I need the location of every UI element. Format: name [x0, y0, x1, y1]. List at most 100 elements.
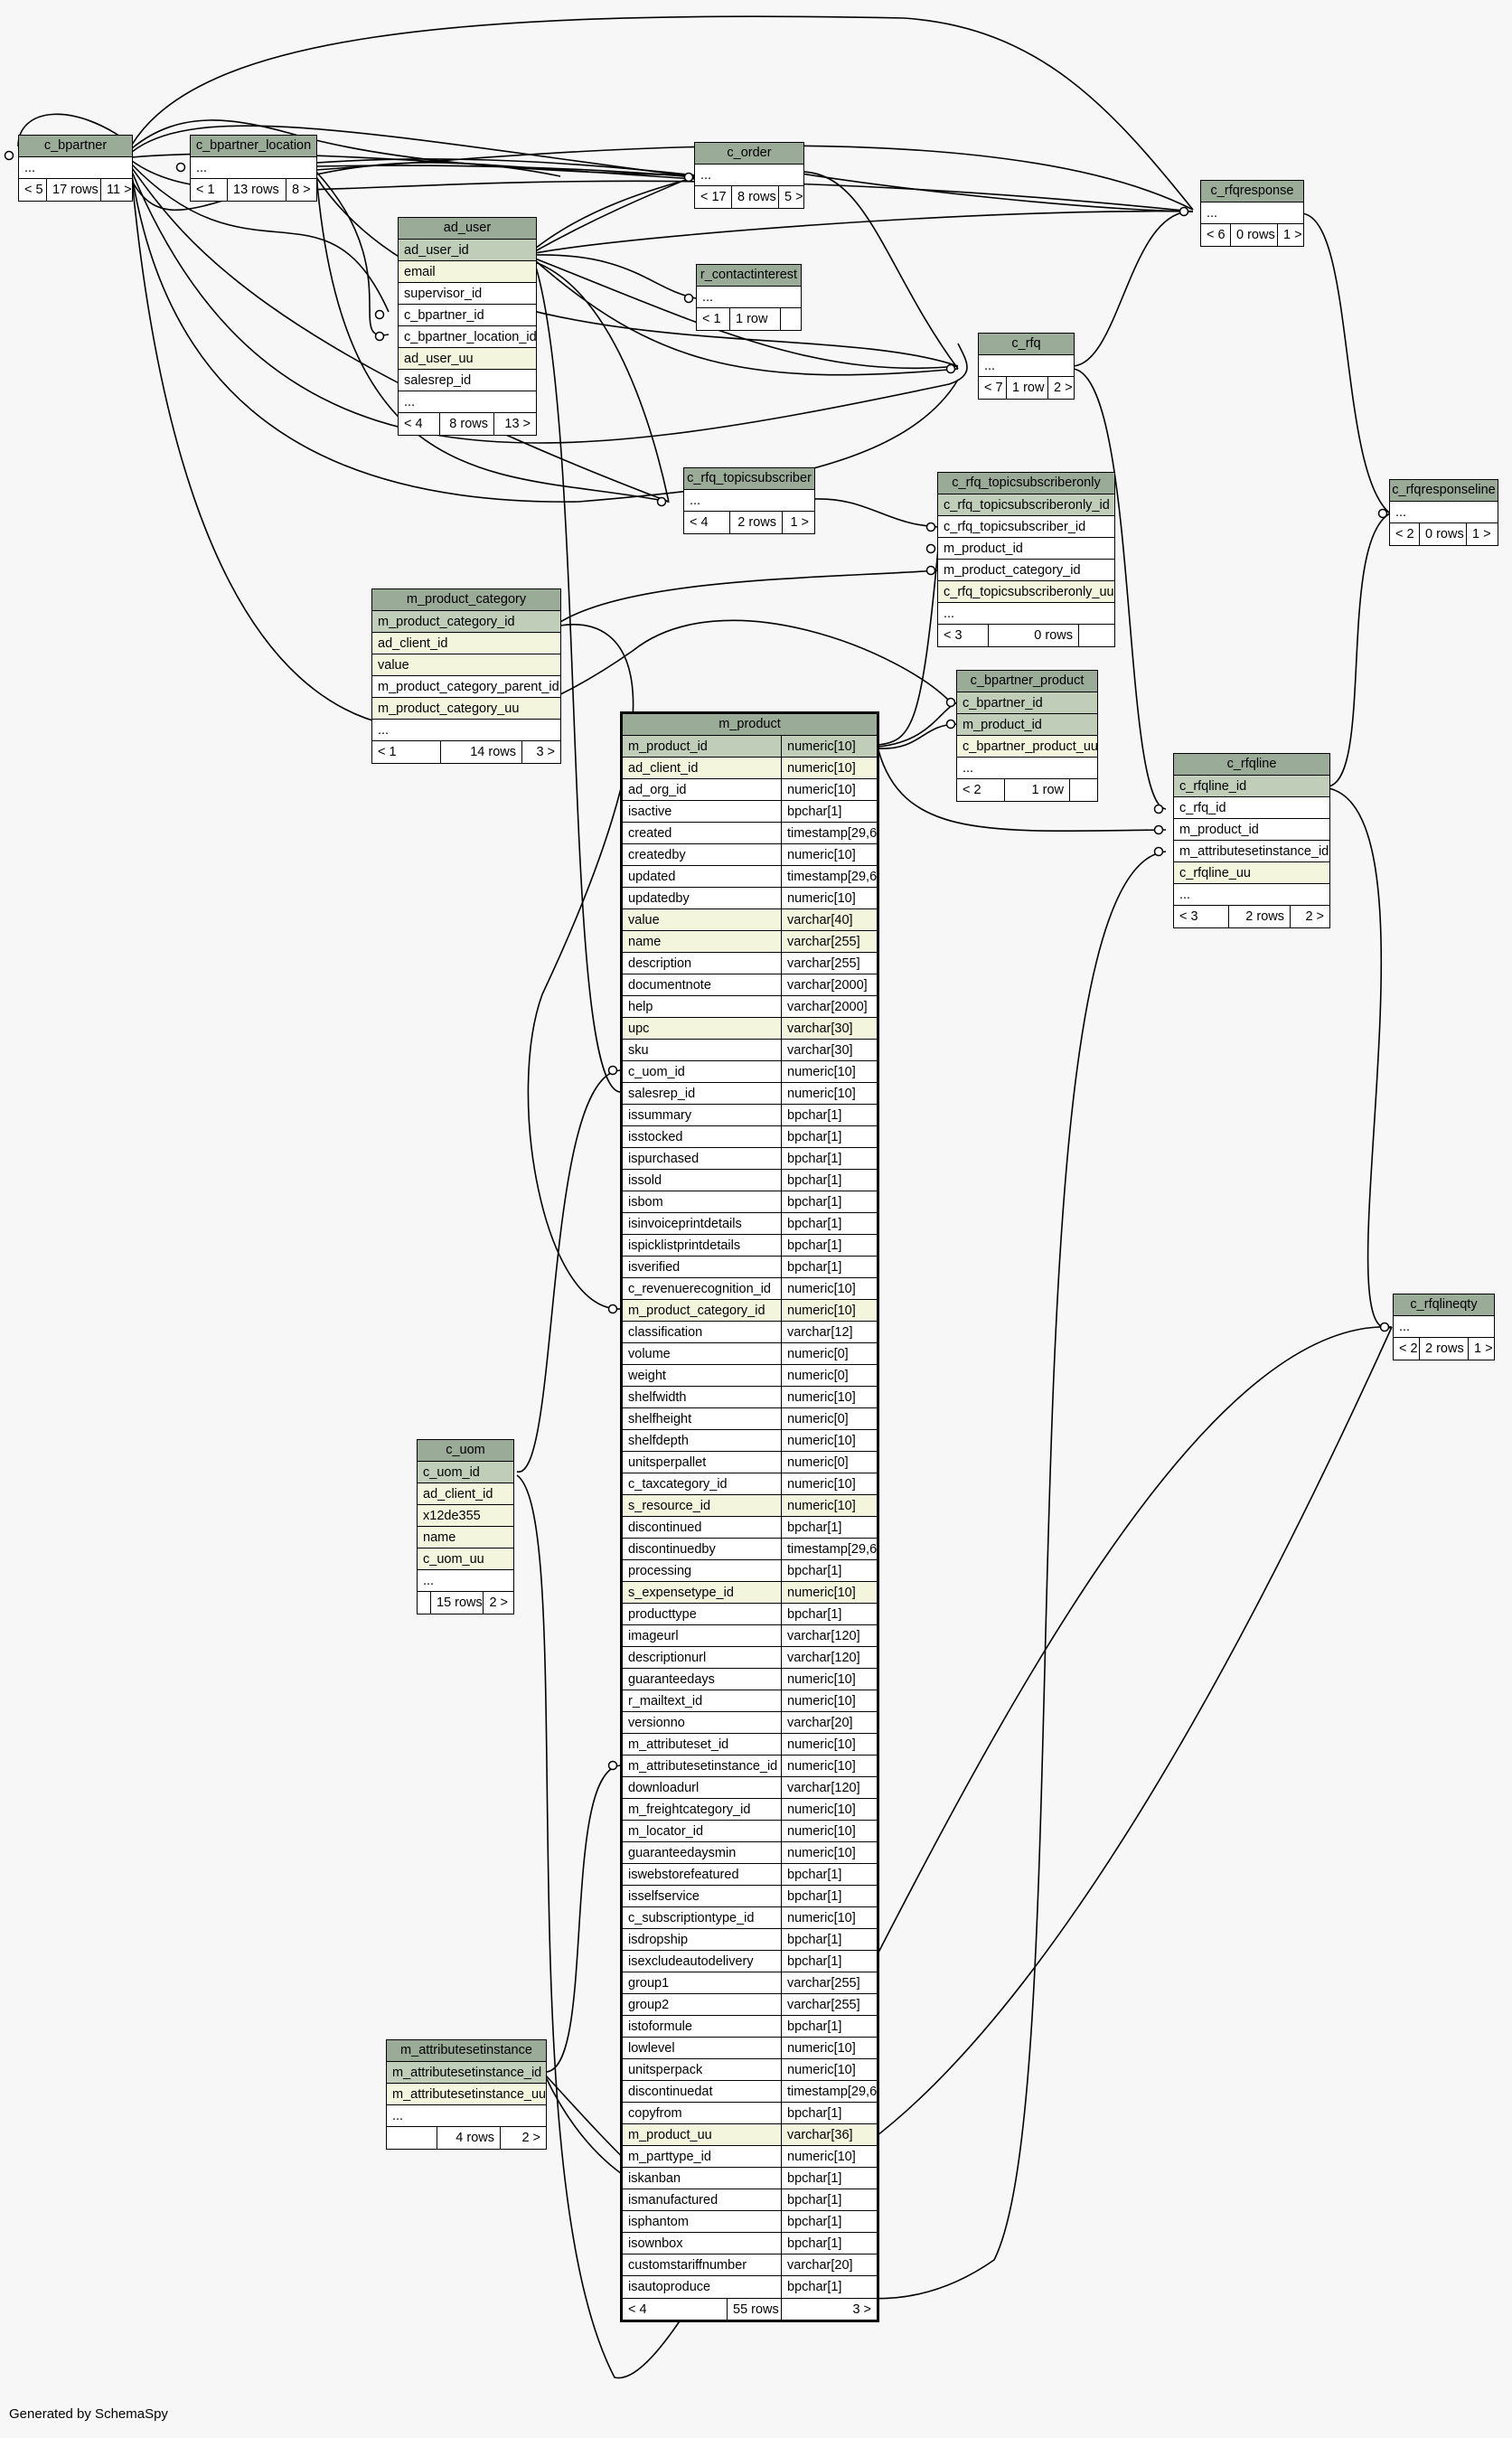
table-c_bpartner_location[interactable]: c_bpartner_location ... < 1 13 rows 8 > [190, 135, 317, 202]
parents-count[interactable]: < 4 [404, 417, 423, 431]
children-count[interactable]: 2 > [500, 2127, 546, 2149]
table-header: m_product_category [372, 589, 560, 611]
children-count[interactable]: 8 > [286, 179, 316, 201]
table-c_rfqline[interactable]: c_rfqline c_rfqline_id c_rfq_id m_produc… [1173, 753, 1330, 928]
column-ellipsis: ... [1395, 505, 1407, 520]
parents-count[interactable]: < 1 [196, 183, 215, 197]
table-c_uom[interactable]: c_uom c_uom_id ad_client_id x12de355 nam… [417, 1439, 514, 1614]
children-count[interactable]: 1 > [782, 512, 814, 533]
parents-count[interactable]: < 3 [944, 628, 963, 643]
children-count[interactable]: 11 > [100, 179, 132, 201]
parents-count[interactable]: < 1 [702, 312, 721, 326]
parents-count[interactable]: < 5 [24, 183, 43, 197]
parents-count[interactable] [418, 1592, 430, 1614]
table-header: c_rfq_topicsubscriberonly [938, 473, 1114, 494]
column-name: c_uom_uu [423, 1552, 484, 1567]
table-c_rfq_topicsubscriberonly[interactable]: c_rfq_topicsubscriberonly c_rfq_topicsub… [937, 472, 1115, 647]
table-c_bpartner[interactable]: c_bpartner ... < 5 17 rows 11 > [18, 135, 133, 202]
table-c_rfqresponse[interactable]: c_rfqresponse ... < 6 0 rows 1 > [1200, 180, 1304, 247]
column-name: created [628, 826, 672, 841]
column-name: c_rfq_topicsubscriberonly_id [944, 498, 1110, 513]
column-type: varchar[2000] [781, 996, 877, 1017]
table-header: ad_user [399, 218, 536, 240]
column-type: numeric[10] [781, 844, 877, 865]
children-count[interactable]: 3 > [781, 2299, 877, 2320]
column-type: timestamp[29,6] [781, 866, 877, 887]
column-ellipsis: ... [24, 161, 36, 175]
column-ellipsis: ... [1179, 888, 1191, 902]
children-count[interactable] [1069, 779, 1097, 801]
children-count[interactable] [780, 308, 801, 330]
column-name: isautoproduce [628, 2280, 711, 2294]
column-type: bpchar[1] [781, 1864, 877, 1885]
table-ad_user[interactable]: ad_user ad_user_id email supervisor_id c… [398, 217, 537, 436]
column-name: m_attributeset_id [628, 1737, 729, 1752]
column-name: downloadurl [628, 1781, 700, 1795]
column-name: email [404, 265, 436, 279]
row-count: 0 rows [1230, 224, 1277, 246]
column-name: isinvoiceprintdetails [628, 1217, 742, 1231]
row-count: 14 rows [440, 741, 521, 763]
column-type: numeric[10] [781, 888, 877, 908]
column-type: numeric[10] [781, 1061, 877, 1082]
table-c_rfqresponseline[interactable]: c_rfqresponseline ... < 2 0 rows 1 > [1389, 479, 1498, 546]
column-name: m_product_uu [628, 2128, 712, 2142]
column-ellipsis: ... [1399, 1320, 1411, 1334]
column-type: varchar[12] [781, 1322, 877, 1342]
parents-count[interactable]: < 1 [378, 745, 397, 759]
column-type: numeric[0] [781, 1343, 877, 1364]
column-type: bpchar[1] [781, 1604, 877, 1624]
column-name: iswebstorefeatured [628, 1868, 739, 1882]
parents-count[interactable]: < 2 [1395, 527, 1414, 541]
row-count: 2 rows [1419, 1338, 1468, 1360]
children-count[interactable]: 2 > [1047, 377, 1074, 399]
parents-count[interactable]: < 2 [963, 783, 981, 797]
parents-count[interactable]: < 4 [690, 515, 709, 530]
column-name: m_product_id [628, 739, 708, 754]
column-ellipsis: ... [700, 168, 712, 183]
column-name: isstocked [628, 1130, 683, 1144]
children-count[interactable]: 1 > [1466, 523, 1498, 545]
children-count[interactable]: 1 > [1468, 1338, 1494, 1360]
table-c_rfq[interactable]: c_rfq ... < 7 1 row 2 > [978, 333, 1075, 400]
column-name: m_product_id [1179, 823, 1259, 837]
children-count[interactable]: 2 > [483, 1592, 513, 1614]
column-name: ispicklistprintdetails [628, 1238, 741, 1253]
parents-count[interactable]: < 7 [984, 381, 1003, 395]
parents-count[interactable]: < 6 [1207, 228, 1226, 242]
children-count[interactable]: 2 > [1290, 906, 1329, 927]
column-name: ismanufactured [628, 2193, 718, 2207]
table-c_bpartner_product[interactable]: c_bpartner_product c_bpartner_id m_produ… [956, 670, 1098, 802]
column-name: documentnote [628, 978, 711, 993]
table-c_order[interactable]: c_order ... < 17 8 rows 5 > [694, 142, 804, 209]
parents-count[interactable] [387, 2127, 437, 2149]
table-m_product_category[interactable]: m_product_category m_product_category_id… [371, 588, 561, 764]
children-count[interactable]: 3 > [521, 741, 560, 763]
column-name: isbom [628, 1195, 663, 1210]
table-c_rfqlineqty[interactable]: c_rfqlineqty ... < 2 2 rows 1 > [1393, 1294, 1495, 1360]
children-count[interactable]: 1 > [1277, 224, 1303, 246]
parents-count[interactable]: < 2 [1399, 1341, 1418, 1356]
table-m_attributesetinstance[interactable]: m_attributesetinstance m_attributesetins… [386, 2039, 547, 2150]
parents-count[interactable]: < 17 [700, 190, 727, 204]
children-count[interactable] [1078, 625, 1114, 646]
table-r_contactinterest[interactable]: r_contactinterest ... < 1 1 row [696, 264, 802, 331]
children-count[interactable]: 5 > [778, 186, 803, 208]
table-c_rfq_topicsubscriber[interactable]: c_rfq_topicsubscriber ... < 4 2 rows 1 > [683, 467, 815, 534]
parents-count[interactable]: < 3 [1179, 909, 1198, 924]
children-count[interactable]: 13 > [493, 413, 536, 435]
column-ellipsis: ... [944, 607, 955, 621]
parents-count[interactable]: < 4 [628, 2302, 647, 2317]
